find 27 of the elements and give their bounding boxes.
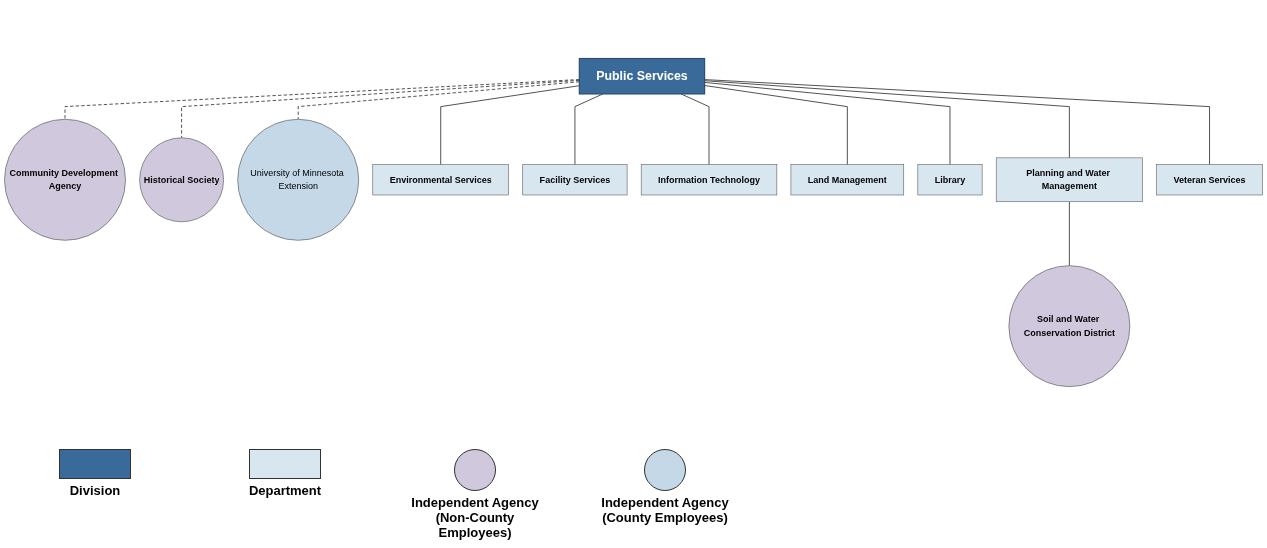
- node-circle: [4, 118, 126, 241]
- node-box: [790, 164, 905, 196]
- connector: [64, 79, 580, 120]
- legend-label: Independent Agency (Non-County Employees): [410, 495, 540, 540]
- connector: [440, 85, 580, 165]
- connector: [704, 85, 848, 165]
- node-circle: [139, 137, 224, 222]
- node-box: [995, 157, 1143, 202]
- node-box: [1156, 164, 1263, 196]
- connector: [1068, 201, 1070, 266]
- node-box: [578, 57, 706, 95]
- legend-label: Independent Agency (County Employees): [600, 495, 730, 525]
- connector: [680, 93, 710, 165]
- legend-label: Division: [69, 483, 121, 498]
- node-circle: [237, 118, 359, 241]
- node-circle: [1008, 265, 1131, 387]
- node-box: [372, 164, 509, 196]
- node-box: [522, 164, 628, 196]
- legend-label: Department: [248, 483, 322, 498]
- connector: [704, 80, 1070, 159]
- connector: [704, 79, 1210, 165]
- connector: [574, 93, 604, 165]
- node-box: [917, 164, 983, 196]
- node-box: [640, 164, 778, 196]
- connector: [297, 81, 580, 120]
- connector: [704, 81, 951, 165]
- org-chart: Public Services Community Development Agency Historical Society University of Minnesota Extension Environmental Services Facility Services Information Technology Land Management Library Planning and Water Management Veteran Services Soil and Water Conservation District: [0, 53, 1267, 392]
